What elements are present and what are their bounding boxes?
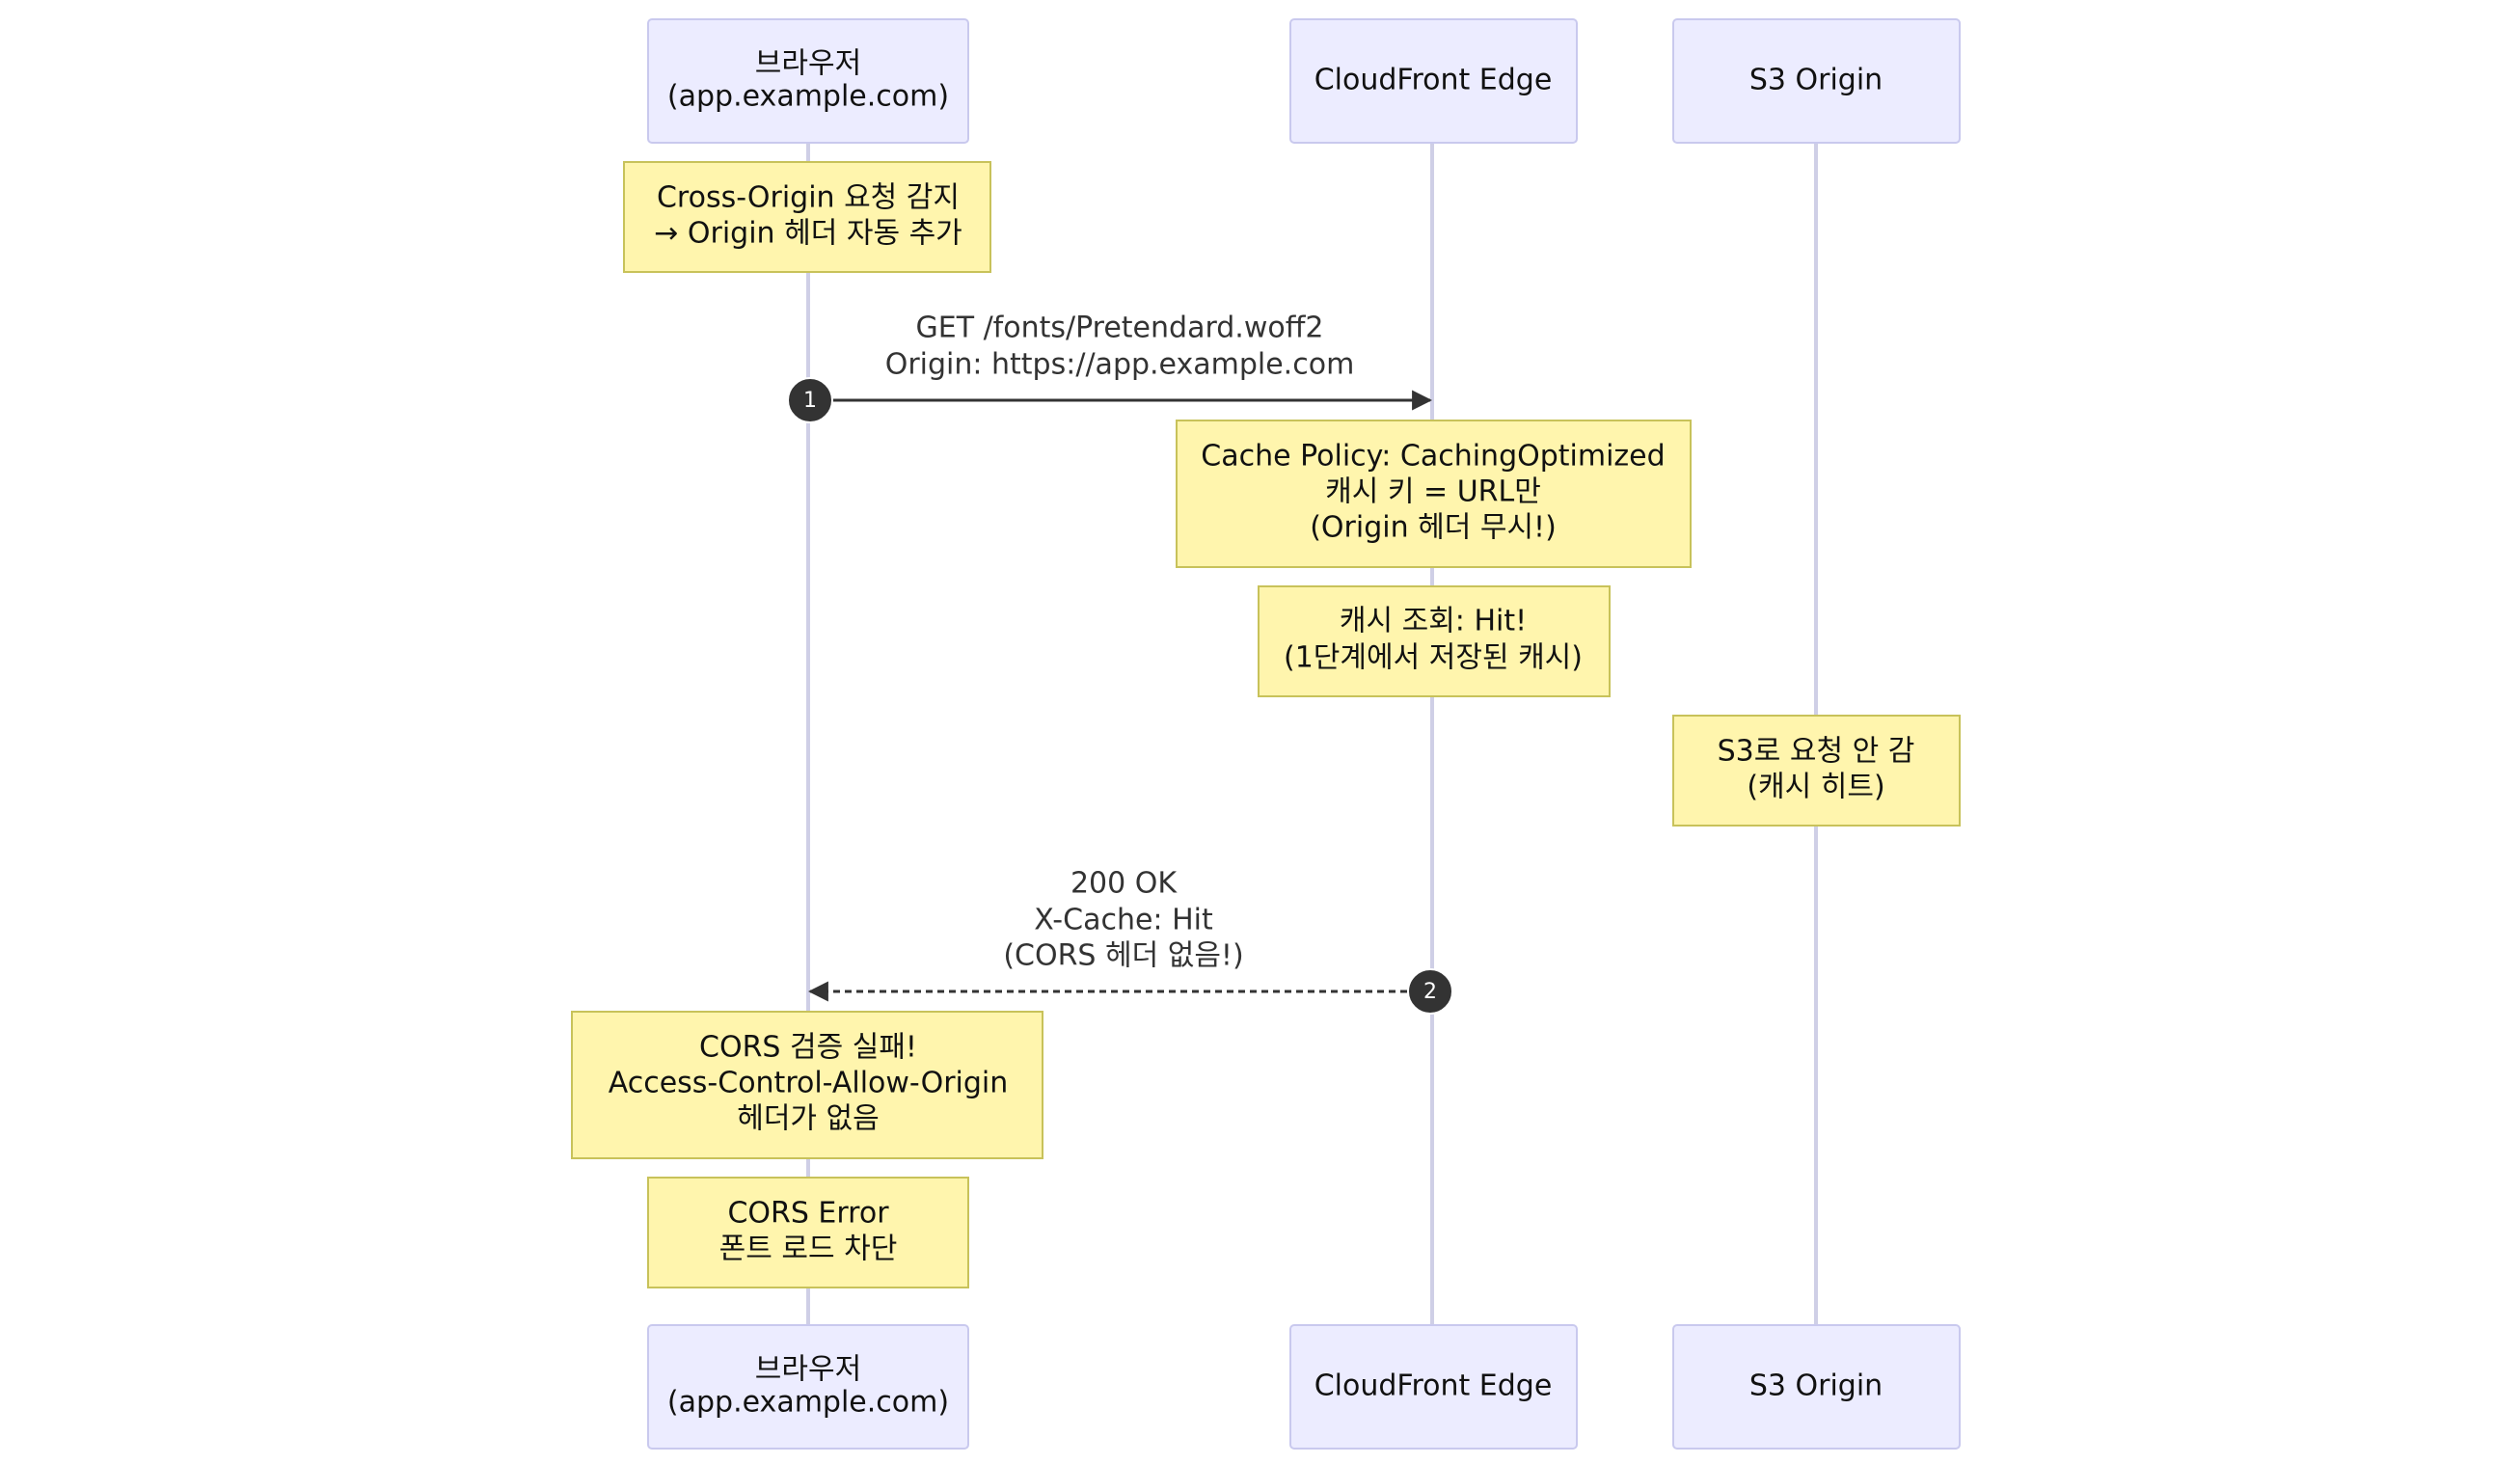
actor-cloudfront-top-label: CloudFront Edge (1314, 64, 1553, 97)
note-cache-policy-line-2: 캐시 키 = URL만 (1325, 475, 1541, 509)
note-cache-policy-line-1: Cache Policy: CachingOptimized (1201, 440, 1665, 474)
message-cached-response-line-1: 200 OK (1070, 867, 1178, 901)
note-cross-origin-detect: Cross-Origin 요청 감지 → Origin 헤더 자동 추가 (623, 161, 991, 273)
note-no-s3-request: S3로 요청 안 감 (캐시 히트) (1672, 715, 1961, 827)
note-cors-validation-failed-line-2: Access-Control-Allow-Origin (609, 1067, 1009, 1100)
note-cors-error-line-1: CORS Error (727, 1197, 889, 1231)
actor-s3-top: S3 Origin (1672, 18, 1961, 144)
note-cors-validation-failed: CORS 검증 실패! Access-Control-Allow-Origin … (571, 1011, 1043, 1159)
note-cross-origin-detect-line-1: Cross-Origin 요청 감지 (657, 181, 960, 215)
sequence-number-1: 1 (803, 389, 817, 413)
actor-s3-bottom: S3 Origin (1672, 1324, 1961, 1450)
actor-browser-top: 브라우저 (app.example.com) (647, 18, 969, 144)
note-cache-policy: Cache Policy: CachingOptimized 캐시 키 = UR… (1176, 420, 1692, 568)
message-get-font-request: GET /fonts/Pretendard.woff2 Origin: http… (787, 312, 1433, 423)
note-cache-policy-line-3: (Origin 헤더 무시!) (1310, 511, 1557, 545)
actor-browser-top-line-2: (app.example.com) (667, 80, 949, 114)
note-cross-origin-detect-line-2: → Origin 헤더 자동 추가 (654, 217, 962, 251)
note-no-s3-request-line-2: (캐시 히트) (1747, 771, 1884, 804)
sequence-number-2: 2 (1423, 980, 1437, 1004)
note-cache-lookup: 캐시 조회: Hit! (1단계에서 저장된 캐시) (1258, 585, 1611, 697)
message-get-font-request-line-2: Origin: https://app.example.com (885, 348, 1355, 382)
note-cors-validation-failed-line-1: CORS 검증 실패! (699, 1031, 917, 1065)
actor-browser-bottom-line-1: 브라우저 (755, 1353, 861, 1387)
actor-cloudfront-bottom-label: CloudFront Edge (1314, 1369, 1553, 1403)
message-cached-response: 200 OK X-Cache: Hit (CORS 헤더 없음!) 2 (807, 867, 1453, 1015)
actor-browser-top-line-1: 브라우저 (755, 47, 861, 81)
note-cors-validation-failed-line-3: 헤더가 없음 (737, 1102, 880, 1136)
message-cached-response-line-2: X-Cache: Hit (1034, 904, 1213, 937)
note-cache-lookup-line-1: 캐시 조회: Hit! (1340, 605, 1527, 638)
actor-s3-top-label: S3 Origin (1749, 64, 1883, 97)
actor-s3-bottom-label: S3 Origin (1749, 1369, 1883, 1403)
note-cors-error-line-2: 폰트 로드 차단 (719, 1233, 898, 1266)
note-cache-lookup-line-2: (1단계에서 저장된 캐시) (1284, 641, 1583, 675)
message-get-font-request-line-1: GET /fonts/Pretendard.woff2 (916, 312, 1324, 345)
sequence-number-badge-1 (787, 377, 833, 423)
actor-browser-bottom-line-2: (app.example.com) (667, 1386, 949, 1420)
actor-browser-bottom: 브라우저 (app.example.com) (647, 1324, 969, 1450)
sequence-number-badge-2 (1407, 968, 1453, 1015)
actor-cloudfront-bottom: CloudFront Edge (1289, 1324, 1578, 1450)
actor-cloudfront-top: CloudFront Edge (1289, 18, 1578, 144)
note-cors-error: CORS Error 폰트 로드 차단 (647, 1177, 969, 1288)
message-cached-response-line-3: (CORS 헤더 없음!) (1003, 939, 1243, 973)
note-no-s3-request-line-1: S3로 요청 안 감 (1718, 735, 1915, 769)
